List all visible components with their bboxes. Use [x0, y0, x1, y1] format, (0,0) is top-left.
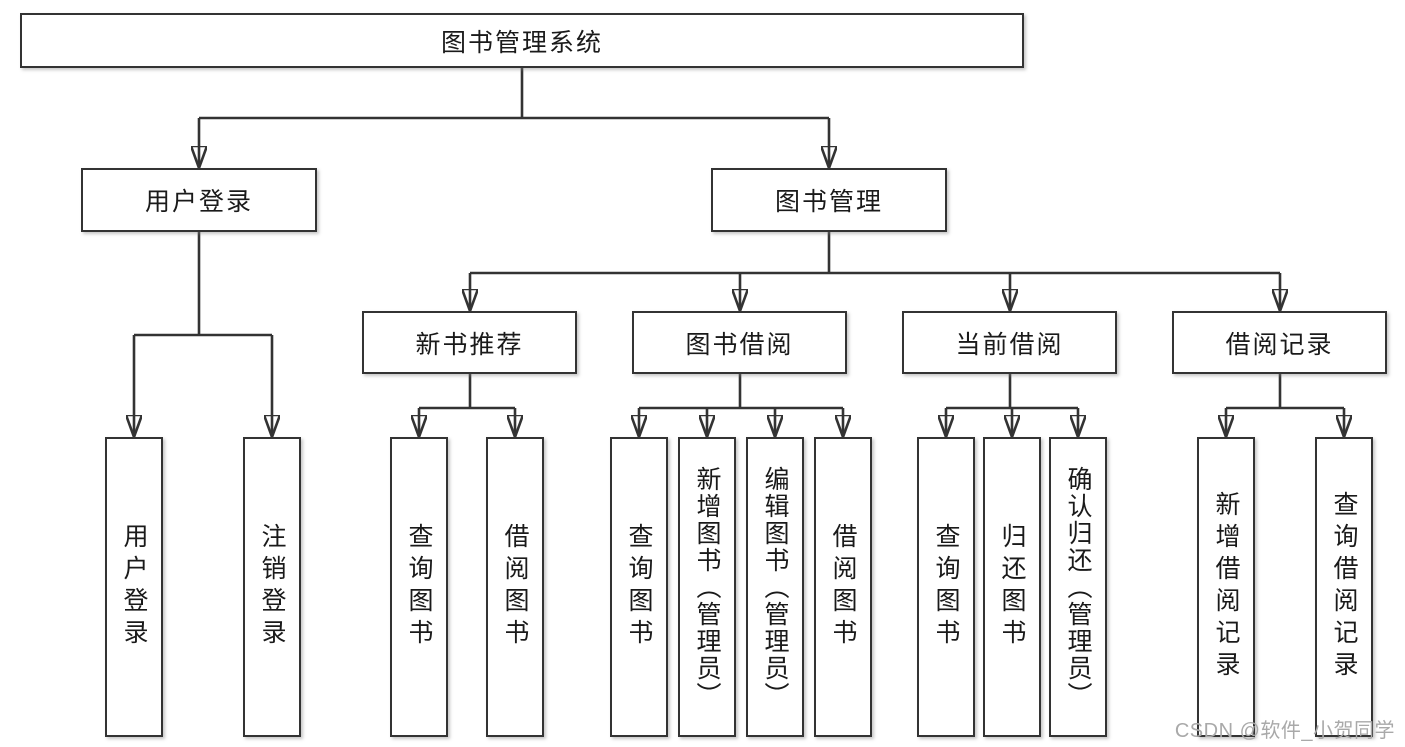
node-label: 借阅记录 [1225, 330, 1334, 359]
leaf-label: 编辑图书（管理员） [761, 465, 789, 709]
node-label: 图书管理系统 [440, 28, 603, 57]
node-library-system: 图书管理系统 [20, 13, 1024, 68]
leaf-label: 确认归还（管理员） [1064, 465, 1092, 709]
leaf-label: 新增借阅记录 [1212, 491, 1240, 683]
node-label: 用户登录 [144, 188, 253, 216]
node-book-borrow: 图书借阅 [632, 311, 847, 374]
leaf-label: 归还图书 [998, 523, 1026, 651]
node-new-book-recommend: 新书推荐 [362, 311, 577, 374]
connector-borrow-records-to-leaves [1226, 374, 1344, 437]
connector-new-book-to-leaves [419, 374, 515, 437]
node-current-borrow: 当前借阅 [902, 311, 1117, 374]
leaf-add-books-admin: 新增图书（管理员） [678, 437, 736, 737]
node-label: 图书借阅 [685, 330, 794, 359]
leaf-label: 借阅图书 [501, 523, 529, 651]
connector-book-borrow-to-leaves [639, 374, 843, 437]
watermark: CSDN @软件_小贺同学 [1174, 720, 1395, 742]
node-book-management: 图书管理 [711, 168, 947, 232]
leaf-borrow-books: 借阅图书 [814, 437, 872, 737]
leaf-label: 查询图书 [625, 523, 653, 651]
connector-current-borrow-to-leaves [946, 374, 1078, 437]
leaf-borrow-books-recommend: 借阅图书 [486, 437, 544, 737]
leaf-label: 查询图书 [405, 523, 433, 651]
connector-root-to-level2 [199, 67, 829, 168]
node-user-login: 用户登录 [81, 168, 317, 232]
leaf-edit-books-admin: 编辑图书（管理员） [746, 437, 804, 737]
leaf-query-borrow-record: 查询借阅记录 [1315, 437, 1373, 737]
leaf-user-login: 用户登录 [105, 437, 163, 737]
node-label: 新书推荐 [415, 330, 524, 359]
leaf-label: 新增图书（管理员） [693, 465, 721, 709]
connector-book-management-to-level3 [470, 232, 1280, 311]
node-borrow-records: 借阅记录 [1172, 311, 1387, 374]
leaf-query-books-borrow: 查询图书 [610, 437, 668, 737]
leaf-add-borrow-record: 新增借阅记录 [1197, 437, 1255, 737]
node-label: 当前借阅 [955, 330, 1064, 359]
leaf-query-books-current: 查询图书 [917, 437, 975, 737]
leaf-label: 借阅图书 [829, 523, 857, 651]
leaf-label: 查询借阅记录 [1330, 491, 1358, 683]
leaf-label: 查询图书 [932, 523, 960, 651]
leaf-query-books-recommend: 查询图书 [390, 437, 448, 737]
leaf-return-books: 归还图书 [983, 437, 1041, 737]
connector-user-login-to-leaves [134, 232, 272, 437]
leaf-label: 用户登录 [120, 523, 148, 651]
leaf-label: 注销登录 [258, 523, 286, 651]
leaf-confirm-return-admin: 确认归还（管理员） [1049, 437, 1107, 737]
leaf-logout: 注销登录 [243, 437, 301, 737]
node-label: 图书管理 [774, 188, 883, 216]
